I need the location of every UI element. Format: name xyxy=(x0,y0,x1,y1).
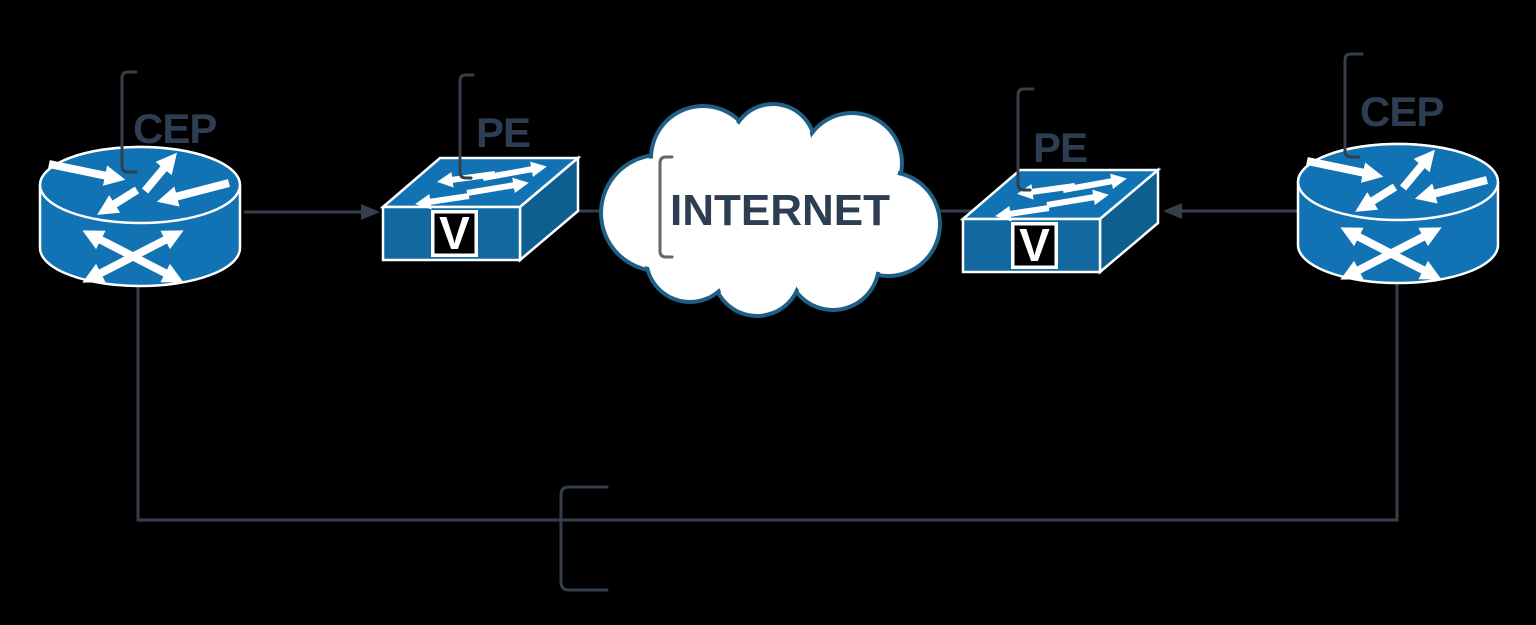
connection-cep-right-to-pe-right xyxy=(1163,203,1298,219)
router-icon-cep-left xyxy=(40,147,240,286)
pe-left-callout-bracket xyxy=(458,73,475,180)
cloud-callout-bracket xyxy=(658,155,674,259)
label-pe-right: PE xyxy=(1033,124,1087,171)
pe-right-callout-bracket xyxy=(1016,87,1035,192)
cep-right-callout-bracket xyxy=(1343,52,1364,159)
v-badge-left: V xyxy=(439,207,470,259)
label-cep-left: CEP xyxy=(133,105,216,152)
internet-cloud: INTERNET xyxy=(599,102,942,318)
cloud-icon xyxy=(599,102,942,318)
label-cep-right: CEP xyxy=(1360,88,1443,135)
bottom-callout-bracket xyxy=(559,485,609,592)
label-pe-left: PE xyxy=(476,109,530,156)
v-badge-right: V xyxy=(1019,219,1050,271)
connection-cep-left-to-pe-left xyxy=(244,204,380,220)
switch-icon-pe-left: V xyxy=(383,158,578,260)
switch-icon-pe-right: V xyxy=(963,170,1158,272)
router-icon-cep-right xyxy=(1298,144,1498,283)
bottom-u-connection-line xyxy=(136,278,1399,522)
internet-label: INTERNET xyxy=(670,186,890,235)
cep-left-callout-bracket xyxy=(120,70,138,174)
arrow-head xyxy=(361,204,380,220)
arrow-head xyxy=(1163,203,1182,219)
